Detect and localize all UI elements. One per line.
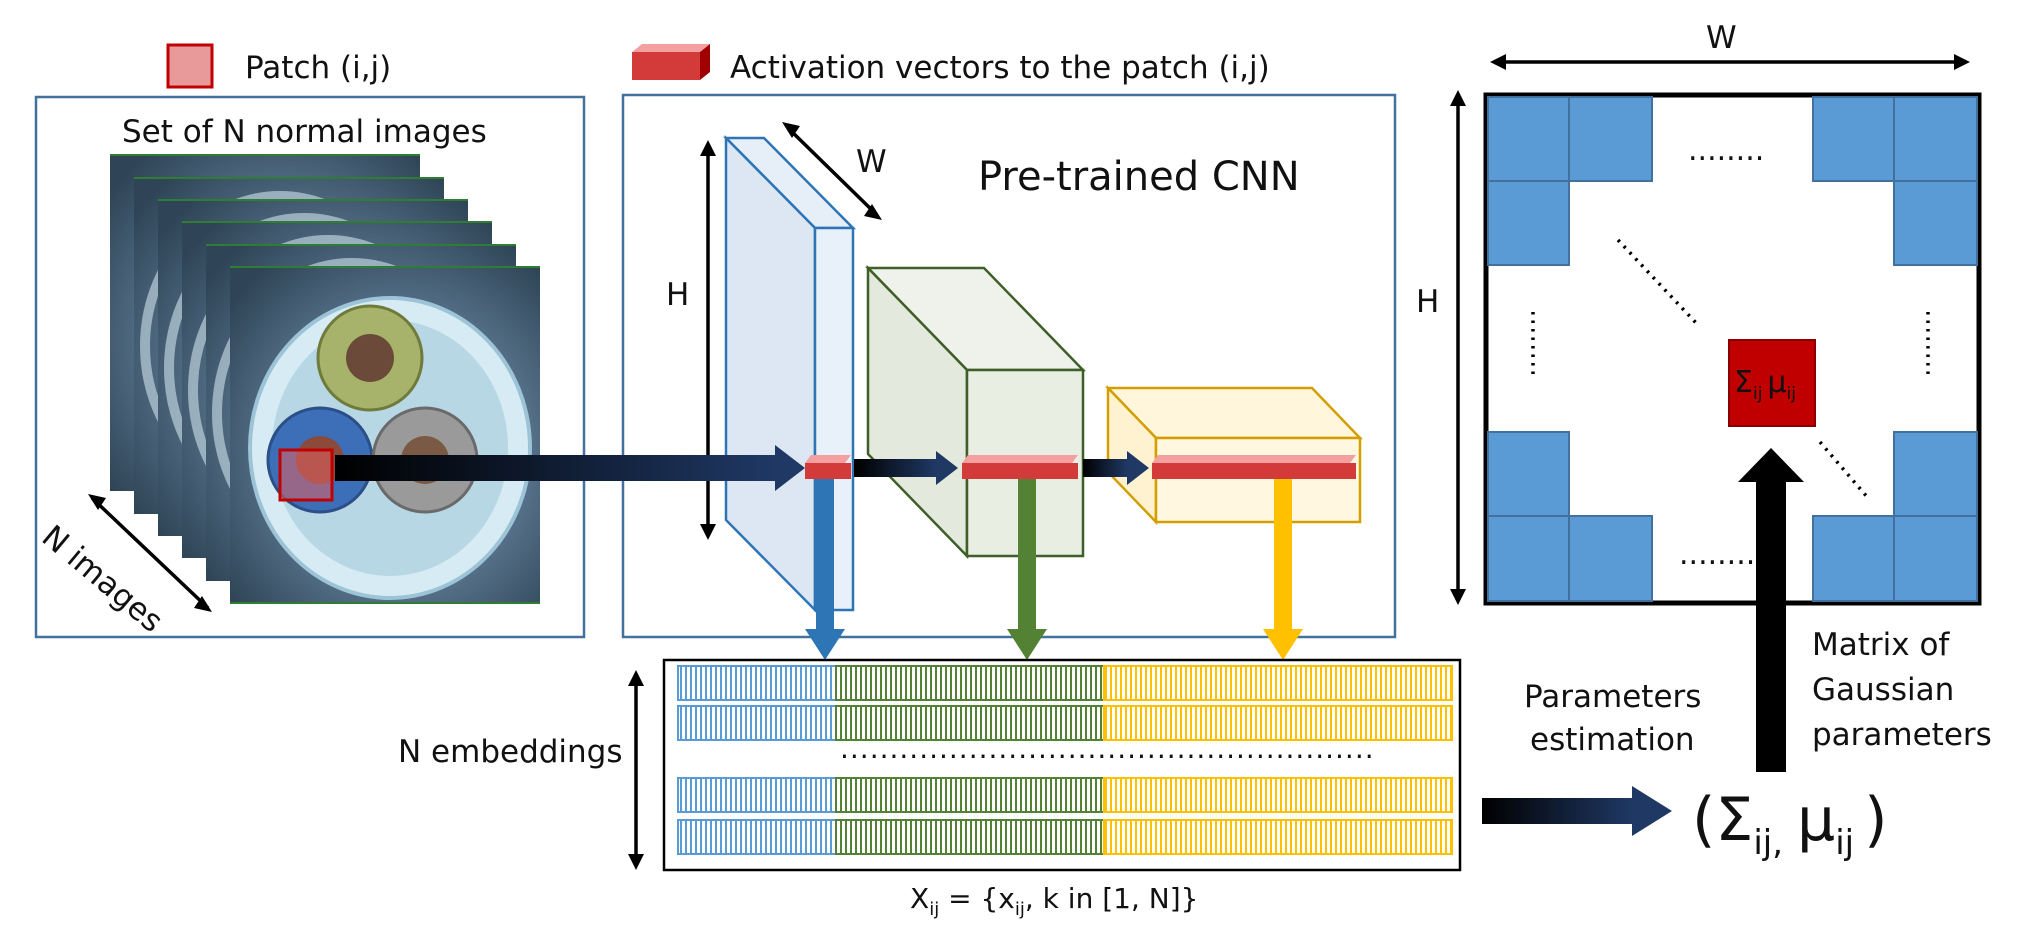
n-images-label: N images [35, 519, 170, 640]
matrix-w-label: W [1706, 20, 1737, 56]
cnn-panel [621, 93, 1397, 639]
n-images-depth-arrow [88, 494, 212, 612]
matrix-dots-diagonal-upper [1616, 238, 1700, 327]
matrix-cells-top-right [1812, 96, 1978, 266]
patch-legend-label: Patch (i,j) [245, 50, 391, 86]
activation-bar-3 [1152, 455, 1356, 479]
estimation-label-line1: Parameters [1524, 679, 1701, 715]
estimation-label-line2: estimation [1530, 722, 1695, 758]
estimation-arrow [1482, 786, 1672, 836]
embedding-row-4 [677, 819, 1453, 855]
matrix-caption-line2: Gaussian [1812, 672, 1954, 708]
activation-bar-1 [805, 455, 851, 479]
embedding-row-1 [677, 665, 1453, 701]
matrix-cells-bottom-left [1487, 431, 1653, 602]
matrix-up-arrow [1738, 448, 1804, 772]
matrix-dots-top: ........ [1688, 133, 1764, 168]
matrix-h-label: H [1416, 284, 1439, 320]
n-embeddings-label: N embeddings [398, 734, 623, 770]
patch-legend-swatch [166, 43, 214, 89]
matrix-cells-top-left [1487, 96, 1653, 266]
embedding-formula: Xij = {xij, k in [1, N]} [910, 882, 1198, 920]
matrix-caption-line1: Matrix of [1812, 627, 1950, 663]
embeddings-ellipsis: ........................................… [840, 732, 1375, 765]
patch-marker [278, 448, 334, 502]
cnn-w-label: W [856, 144, 887, 180]
embedding-row-2 [677, 705, 1453, 741]
images-panel-title: Set of N normal images [122, 114, 487, 150]
matrix-h-arrow [1450, 90, 1466, 605]
matrix-cells-bottom-right [1812, 431, 1978, 602]
matrix-dots-diagonal-lower [1818, 440, 1870, 500]
cnn-w-arrow [782, 122, 882, 220]
cnn-layer-2 [865, 264, 1086, 560]
gaussian-result: (Σij,μij) [1692, 785, 1888, 863]
patch-to-cnn-arrow [335, 445, 805, 491]
layer1-to-layer2-arrow [854, 451, 958, 485]
activation-legend-swatch [632, 44, 710, 80]
cable-cross-section [248, 296, 532, 600]
activation-legend-label: Activation vectors to the patch (i,j) [730, 50, 1270, 86]
activation-bar-2 [962, 455, 1078, 479]
layer2-to-layer3-arrow [1083, 451, 1149, 485]
image-stack [110, 154, 540, 604]
matrix-caption-line3: parameters [1812, 717, 1992, 753]
matrix-w-arrow [1490, 54, 1970, 70]
embedding-row-3 [677, 777, 1453, 813]
matrix-dots-bottom: ........ [1679, 537, 1755, 572]
n-embeddings-arrow [628, 670, 644, 870]
layer1-embedding-arrow [805, 479, 845, 660]
images-panel [34, 95, 586, 639]
layer3-embedding-arrow [1263, 479, 1303, 660]
cnn-title: Pre-trained CNN [978, 154, 1300, 200]
cnn-h-label: H [666, 277, 689, 313]
layer2-embedding-arrow [1007, 479, 1047, 660]
cnn-layer-3 [1105, 384, 1363, 526]
